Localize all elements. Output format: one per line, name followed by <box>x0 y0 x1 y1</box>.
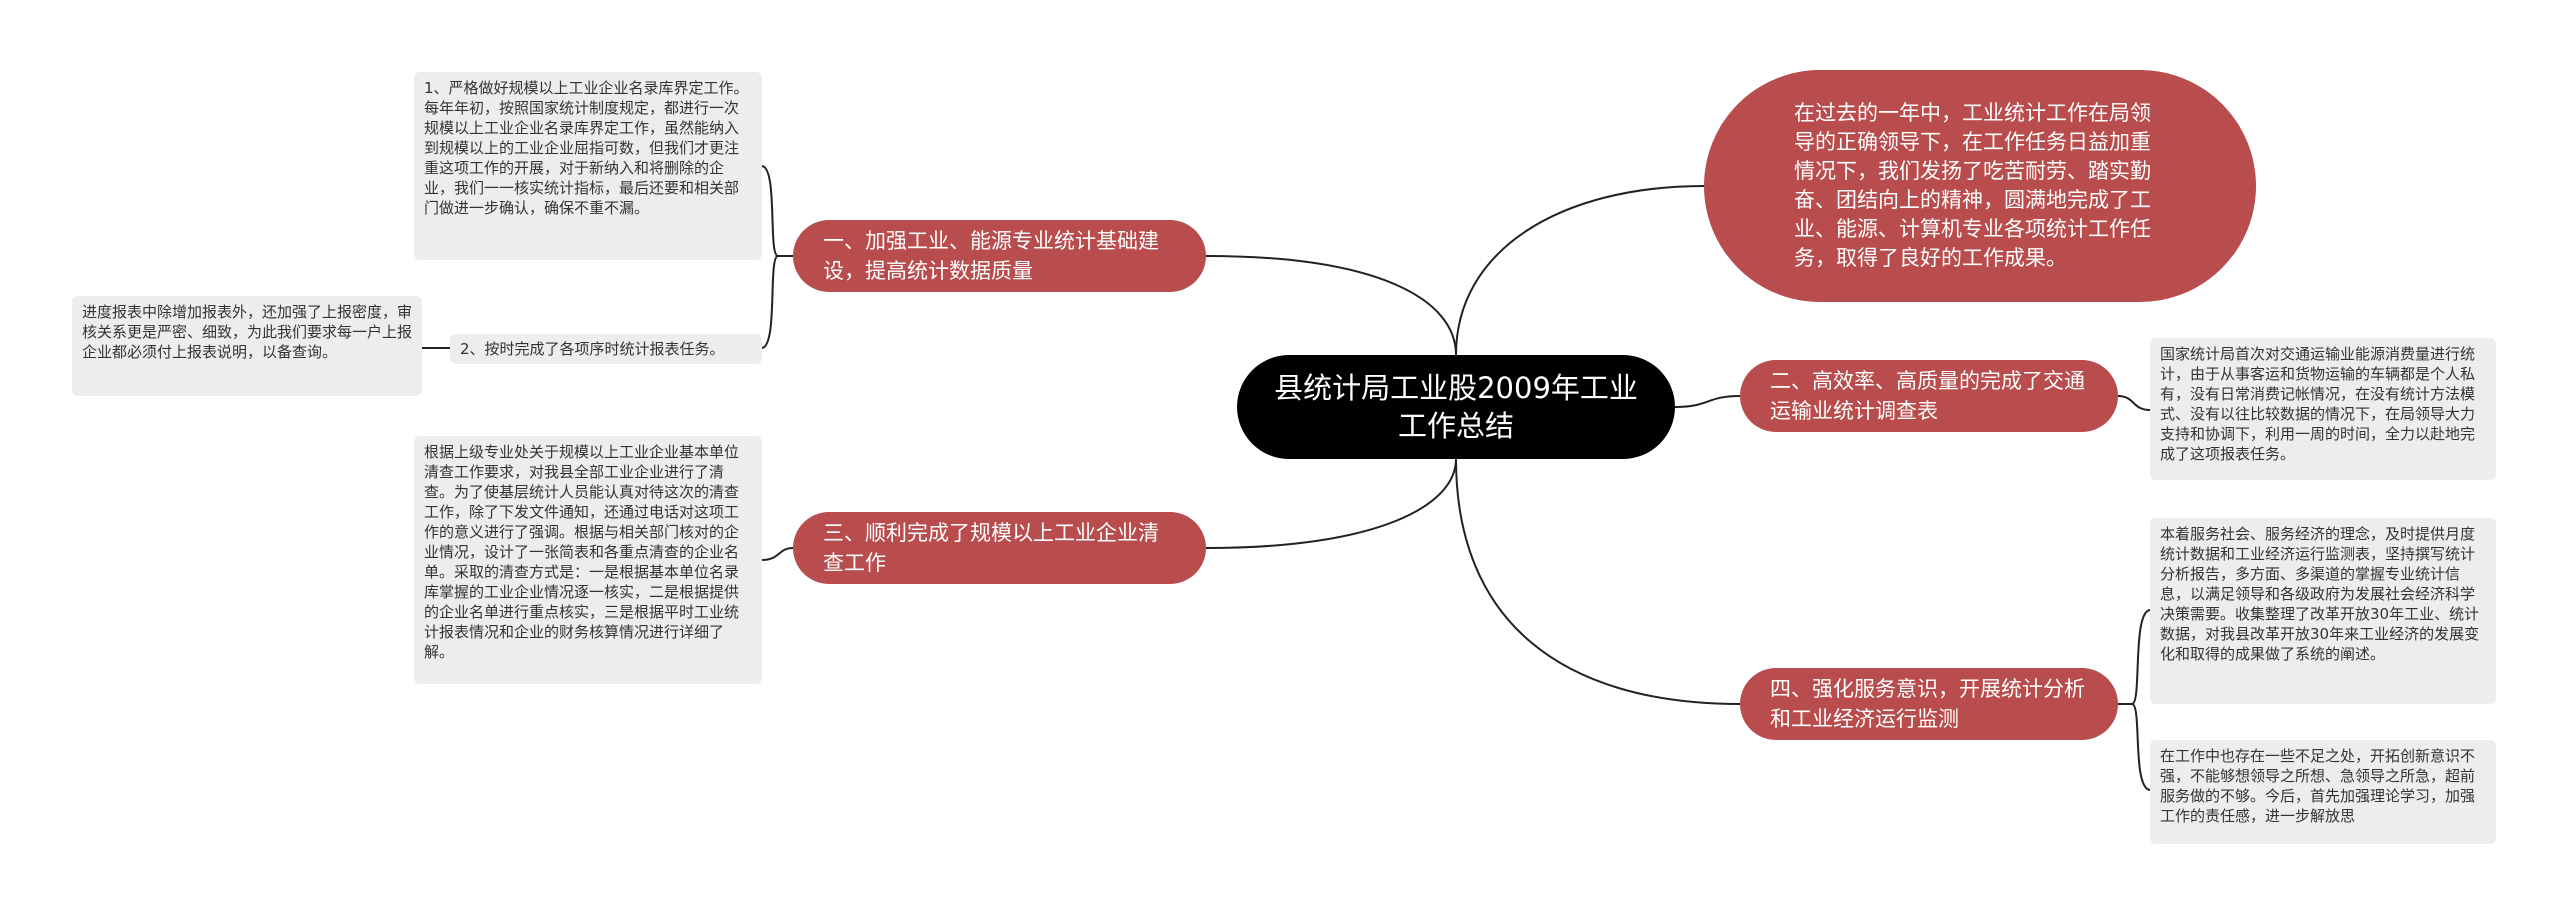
leaf-1a[interactable]: 1、严格做好规模以上工业企业名录库界定工作。每年年初，按照国家统计制度规定，都进… <box>414 72 762 260</box>
edge-branch2-leaf <box>2117 395 2151 411</box>
edge-center-branch1 <box>1205 255 1457 356</box>
leaf-1b-detail[interactable]: 进度报表中除增加报表外，还加强了上报密度，审核关系更是严密、细致，为此我们要求每… <box>72 296 422 396</box>
edge-center-branch2 <box>1674 395 1741 408</box>
leaf-4a[interactable]: 本着服务社会、服务经济的理念，及时提供月度统计数据和工业经济运行监测表，坚持撰写… <box>2150 518 2496 704</box>
leaf-1b[interactable]: 2、按时完成了各项序时统计报表任务。 <box>450 334 762 364</box>
edge-center-branch4 <box>1455 458 1741 705</box>
leaf-2a[interactable]: 国家统计局首次对交通运输业能源消费量进行统计，由于从事客运和货物运输的车辆都是个… <box>2150 338 2496 480</box>
edge-branch1-leaves <box>761 165 779 349</box>
branch-3-node[interactable]: 三、顺利完成了规模以上工业企业清查工作 <box>793 512 1206 584</box>
branch-1-node[interactable]: 一、加强工业、能源专业统计基础建设，提高统计数据质量 <box>793 220 1206 292</box>
branch-2-node[interactable]: 二、高效率、高质量的完成了交通运输业统计调查表 <box>1740 360 2118 432</box>
intro-node[interactable]: 在过去的一年中，工业统计工作在局领导的正确领导下，在工作任务日益加重情况下，我们… <box>1704 70 2256 302</box>
branch-4-node[interactable]: 四、强化服务意识，开展统计分析和工业经济运行监测 <box>1740 668 2118 740</box>
edge-center-branch3 <box>1205 458 1457 549</box>
edge-center-intro <box>1455 185 1705 356</box>
central-topic[interactable]: 县统计局工业股2009年工业工作总结 <box>1237 355 1675 459</box>
leaf-3a[interactable]: 根据上级专业处关于规模以上工业企业基本单位清查工作要求，对我县全部工业企业进行了… <box>414 436 762 684</box>
edge-branch3-leaf <box>761 547 794 561</box>
edge-branch4-leaves <box>2131 609 2151 791</box>
leaf-4b[interactable]: 在工作中也存在一些不足之处，开拓创新意识不强，不能够想领导之所想、急领导之所急，… <box>2150 740 2496 844</box>
